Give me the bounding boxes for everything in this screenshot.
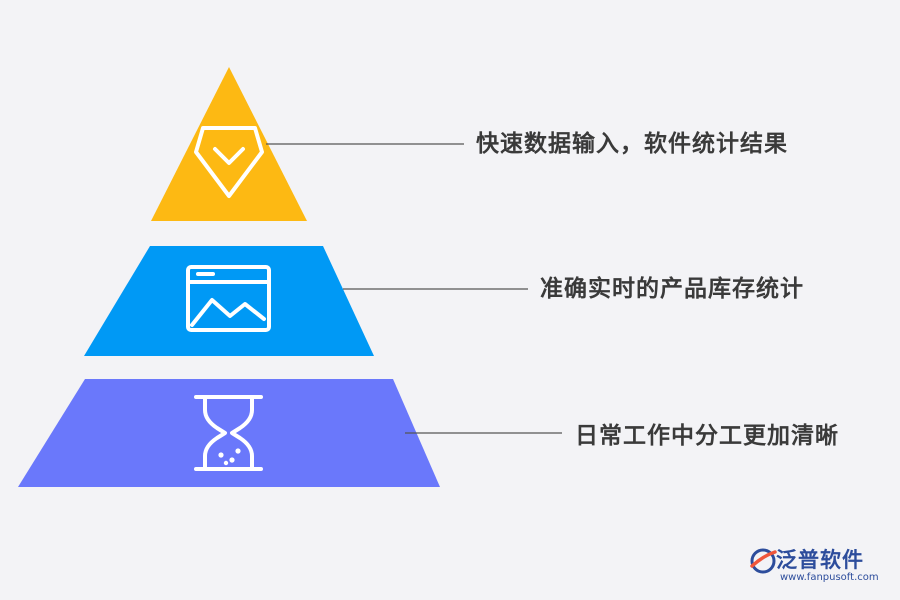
- hourglass-sand: [218, 448, 241, 466]
- pyramid-layer-bottom: [18, 379, 440, 487]
- pyramid-layer-top: [151, 67, 307, 221]
- logo-name: 泛普软件: [776, 548, 864, 572]
- logo-mark-icon: [750, 548, 777, 574]
- layer-label-middle: 准确实时的产品库存统计: [540, 276, 804, 302]
- chart-window-icon: [186, 265, 271, 332]
- layer-label-bottom: 日常工作中分工更加清晰: [575, 423, 839, 449]
- hourglass-icon: [194, 395, 263, 471]
- logo-url: www.fanpusoft.com: [780, 572, 879, 583]
- layer-label-top: 快速数据输入，软件统计结果: [476, 131, 788, 157]
- diamond-icon: [194, 126, 264, 198]
- brand-logo: 泛普软件 www.fanpusoft.com: [748, 542, 888, 592]
- pyramid-layer-middle: [84, 246, 374, 356]
